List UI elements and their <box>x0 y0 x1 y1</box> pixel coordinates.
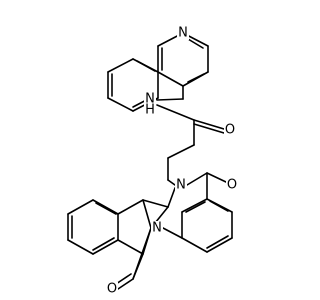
bridging-nitrogen-atom: N <box>151 221 163 236</box>
bond-line <box>206 235 229 249</box>
bond-line <box>167 179 176 186</box>
bond-line <box>156 104 195 121</box>
bond-line <box>206 237 233 253</box>
bond-line <box>193 123 225 134</box>
amide-oxygen-label: O <box>225 123 235 138</box>
bond-line <box>186 172 208 186</box>
upper-ketone-oxygen-label: O <box>227 178 237 193</box>
bond-line <box>115 273 132 285</box>
lower-ketone-oxygen-label: O <box>107 282 117 297</box>
quinoline-nitrogen-label: N <box>178 26 188 41</box>
bond-line <box>117 199 144 215</box>
bond-line <box>95 202 117 215</box>
bond-line <box>107 97 134 112</box>
bond-line <box>117 239 144 255</box>
amide-nh-atom: N H <box>144 92 156 118</box>
bond-line <box>142 199 169 208</box>
lower-ketone-oxygen-atom: O <box>106 282 118 297</box>
atom-labels: N N H O N O N O <box>106 26 238 297</box>
bridging-nitrogen-label: N <box>152 221 162 236</box>
bond-line <box>92 237 115 251</box>
pyrimidine-nitrogen-label: N <box>176 178 186 193</box>
bond-line <box>92 199 119 215</box>
bond-line <box>206 172 227 183</box>
amide-nitrogen-label: N <box>145 92 155 107</box>
bond-lines <box>67 32 233 290</box>
molecule-structure: N N H O N O N O <box>67 26 238 297</box>
bond-line <box>92 239 119 255</box>
bond-line <box>181 237 208 253</box>
bond-line <box>193 119 225 130</box>
amide-hydrogen-label: H <box>145 103 155 118</box>
bond-line <box>162 227 183 239</box>
bond-line <box>167 187 176 208</box>
amide-oxygen-atom: O <box>224 123 236 138</box>
bond-line <box>187 73 205 83</box>
bond-line <box>167 144 195 159</box>
bond-line <box>67 239 94 255</box>
bond-line <box>156 98 184 101</box>
bond-line <box>185 201 206 213</box>
bond-line <box>117 278 134 290</box>
bond-line <box>142 199 152 229</box>
quinoline-nitrogen-atom: N <box>177 26 189 41</box>
pyrimidine-nitrogen-atom: N <box>175 178 187 193</box>
bond-line <box>209 200 229 212</box>
bond-line <box>157 71 184 87</box>
bond-line <box>181 198 208 213</box>
bond-line <box>107 58 134 73</box>
bond-line <box>132 227 152 280</box>
bond-line <box>136 60 156 72</box>
upper-ketone-oxygen-atom: O <box>226 178 238 193</box>
bond-line <box>67 199 94 215</box>
